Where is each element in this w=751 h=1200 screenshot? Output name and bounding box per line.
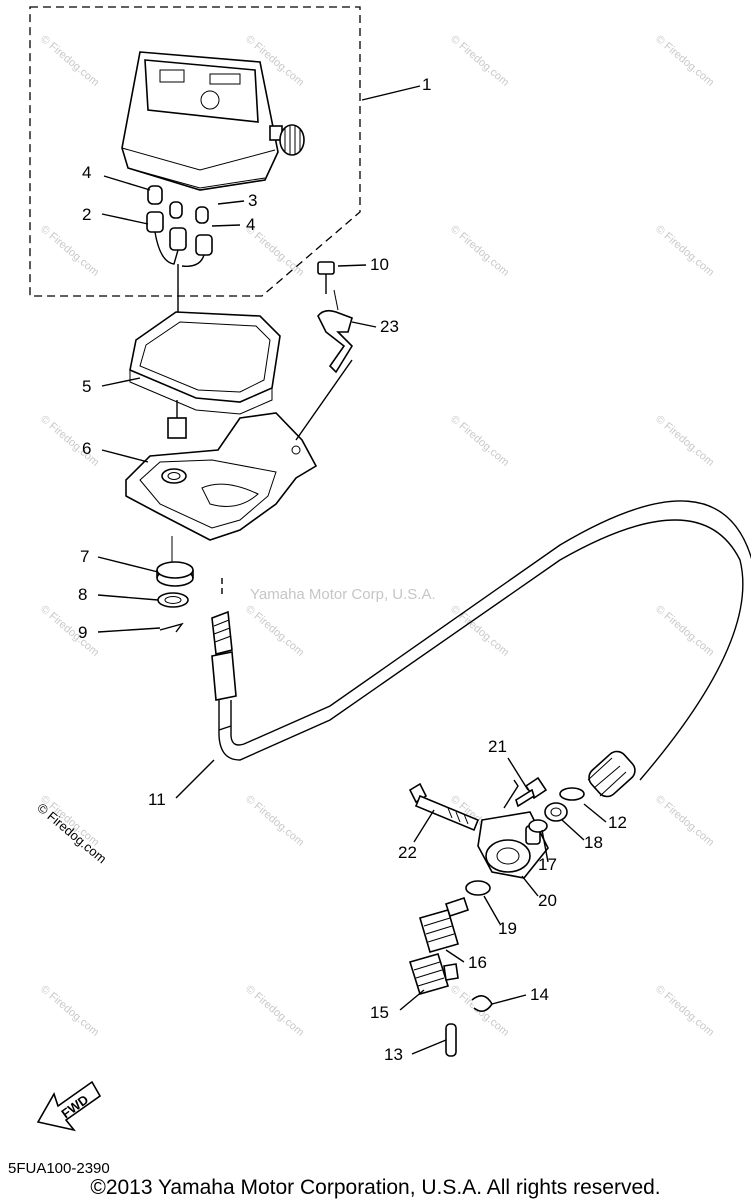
leader-line-4: [103, 175, 151, 191]
leader-line-9: [97, 627, 161, 633]
speedometer-cable: [211, 500, 751, 798]
leader-line-23: [351, 321, 377, 328]
callout-17: 17: [538, 855, 557, 874]
watermark-tile: © Firedog.com: [653, 413, 716, 469]
callout-4: 4: [246, 215, 255, 234]
leader-line-1: [361, 85, 421, 101]
callout-14: 14: [530, 985, 549, 1004]
watermark-tile: © Firedog.com: [243, 603, 306, 659]
grommet-washer-clip: [156, 536, 194, 633]
bolt-and-stay: [295, 261, 354, 441]
diagram-code: 5FUA100-2390: [8, 1160, 110, 1177]
callout-leaders: [97, 85, 607, 1055]
callout-16: 16: [468, 953, 487, 972]
callout-15: 15: [370, 1003, 389, 1022]
watermark-tile: © Firedog.com: [653, 33, 716, 89]
leader-line-3: [217, 200, 245, 205]
leader-line-6: [101, 449, 149, 463]
callout-12: 12: [608, 813, 627, 832]
watermark-tile: © Firedog.com: [448, 33, 511, 89]
callout-1: 1: [422, 75, 431, 94]
leader-line-19: [483, 895, 501, 925]
meter-case: [129, 311, 281, 439]
callout-4: 4: [82, 163, 91, 182]
watermark-tile: © Firedog.com: [653, 223, 716, 279]
callout-2: 2: [82, 205, 91, 224]
watermark-tile: © Firedog.com: [38, 983, 101, 1039]
callout-22: 22: [398, 843, 417, 862]
callout-23: 23: [380, 317, 399, 336]
watermark-tile: © Firedog.com: [243, 793, 306, 849]
callout-6: 6: [82, 439, 91, 458]
meter-bracket: [125, 412, 318, 541]
meter-assembly: [121, 51, 305, 191]
watermark-tile: © Firedog.com: [653, 983, 716, 1039]
leader-line-8: [97, 594, 159, 601]
leader-line-2: [101, 213, 149, 225]
watermark-tile: © Firedog.com: [243, 983, 306, 1039]
leader-line-21: [507, 757, 529, 791]
watermark-tile: © Firedog.com: [448, 413, 511, 469]
watermark-tile: © Firedog.com: [448, 223, 511, 279]
leader-line-18: [561, 819, 585, 841]
copyright-notice: ©2013 Yamaha Motor Corporation, U.S.A. A…: [90, 1176, 661, 1199]
gear-housing-assembly: [408, 776, 585, 1057]
watermark-tile: © Firedog.com: [38, 223, 101, 279]
watermark-tile: © Firedog.com: [653, 793, 716, 849]
callout-19: 19: [498, 919, 517, 938]
center-watermark: Yamaha Motor Corp, U.S.A.: [250, 586, 436, 603]
leader-line-7: [97, 556, 159, 573]
watermark-layer: © Firedog.com © Firedog.com © Firedog.com ©…: [38, 33, 716, 1039]
leader-line-14: [491, 994, 527, 1005]
callout-9: 9: [78, 623, 87, 642]
leader-line-22: [413, 809, 435, 843]
callout-20: 20: [538, 891, 557, 910]
callout-21: 21: [488, 737, 507, 756]
callout-10: 10: [370, 255, 389, 274]
leader-line-16: [445, 949, 465, 963]
leader-line-20: [521, 875, 539, 897]
leader-line-10: [337, 264, 367, 267]
callout-5: 5: [82, 377, 91, 396]
callout-3: 3: [248, 191, 257, 210]
leader-line-13: [411, 1039, 447, 1055]
assembly-boundary: [29, 6, 361, 297]
leader-line-15: [399, 989, 425, 1011]
bulb-sockets: [146, 185, 213, 352]
callout-11: 11: [148, 790, 166, 809]
fwd-arrow: FWD: [36, 1080, 102, 1132]
watermark-tile: © Firedog.com: [38, 603, 101, 659]
leader-line-5: [101, 377, 141, 387]
leader-line-17: [541, 829, 549, 863]
callout-18: 18: [584, 833, 603, 852]
leader-line-11: [175, 759, 215, 799]
callout-7: 7: [80, 547, 89, 566]
watermark-tile: © Firedog.com: [653, 603, 716, 659]
watermark-tile: © Firedog.com: [38, 413, 101, 469]
callout-8: 8: [78, 585, 87, 604]
leader-line-4: [211, 224, 241, 227]
leader-line-12: [583, 803, 607, 823]
watermark-tile: © Firedog.com: [38, 33, 101, 89]
callout-13: 13: [384, 1045, 403, 1064]
